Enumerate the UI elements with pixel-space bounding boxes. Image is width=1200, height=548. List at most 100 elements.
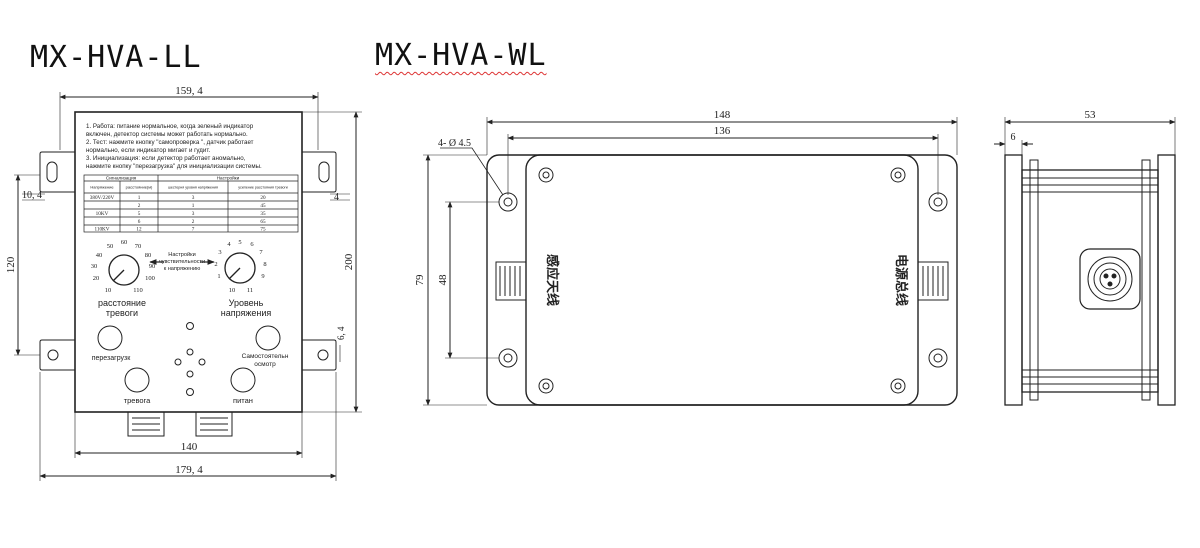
model-title-ll: MX-HVA-LL	[30, 40, 202, 75]
dim-right-height: 200	[343, 253, 355, 270]
table-cell: 3	[192, 211, 195, 217]
table-cell: 2	[192, 219, 195, 225]
reset-button-label: перезагрузк	[92, 355, 131, 362]
voltage-dial-label: Уровень	[229, 298, 264, 308]
table-cell: 1	[138, 195, 141, 201]
sensitivity-label: чувствительности	[159, 259, 205, 265]
dial-tick: 9	[261, 273, 264, 280]
side-flange-left	[1004, 154, 1023, 406]
side-body	[1021, 169, 1159, 393]
dial-tick: 100	[145, 275, 155, 282]
instruction-notes: 1. Работа: питание нормальное, когда зел…	[86, 123, 262, 170]
note-line: 2. Тест: нажмите кнопку "самопроверка ",…	[86, 139, 254, 146]
power-button-drawing	[230, 367, 256, 393]
dial-tick: 1	[217, 273, 220, 280]
table-cell: 65	[260, 219, 266, 225]
table-cell: 6	[138, 219, 141, 225]
slot-top-left	[46, 161, 58, 183]
enclosure-body	[74, 111, 303, 413]
lid	[525, 154, 919, 406]
table-cell: 380V/220V	[90, 195, 115, 201]
note-line: нормально, если индикатор мигает и гудит…	[86, 147, 210, 154]
alarm-button-label: тревога	[124, 396, 151, 405]
table-cell: 2	[138, 203, 141, 209]
table-cell: 75	[260, 227, 266, 233]
table-cell: 35	[260, 211, 266, 217]
dim-width-outer: 148	[714, 109, 731, 121]
side-view	[994, 117, 1176, 406]
dim-tab-left: 10, 4	[22, 190, 42, 201]
voltage-dial-label: напряжения	[221, 308, 272, 318]
voltage-dial-ticks: 5 4 6 3 7 2 8 1 9 10 11	[214, 239, 266, 294]
antenna-port-label: 感应天线	[544, 254, 560, 306]
power-port-label: 电源总线	[893, 254, 909, 306]
dial-tick: 2	[214, 261, 217, 268]
table-group-header: Сигнализация	[106, 176, 137, 181]
dial-tick: 8	[263, 261, 266, 268]
power-button-label: питан	[233, 396, 253, 405]
table-cell: 20	[260, 195, 266, 201]
table-header: шестерня уровня напряжения	[168, 186, 218, 190]
top-view-wl-text: 148 136 79 48 4- Ø 4.5 感应天线 电源总线	[414, 109, 909, 306]
dial-tick: 7	[259, 249, 263, 256]
note-line: включен, детектор системы может работать…	[86, 131, 248, 138]
sensitivity-label: Настройки	[168, 251, 195, 258]
dial-tick: 30	[91, 263, 98, 270]
note-line: нажмите кнопку "перезагрузка" для инициа…	[86, 163, 262, 170]
dial-tick: 11	[247, 287, 253, 294]
table-cell: 12	[136, 227, 142, 233]
dial-tick: 60	[121, 239, 128, 246]
self-test-button-label: осмотр	[254, 361, 276, 368]
dim-tab-right: 4	[334, 192, 339, 203]
dim-right-small: 6, 4	[336, 326, 346, 340]
mount-tab-top-left	[39, 151, 75, 193]
note-line: 1. Работа: питание нормальное, когда зел…	[86, 123, 254, 130]
table-cell: 45	[260, 203, 266, 209]
side-view-text: 53 6	[1011, 109, 1097, 143]
table-header: расстояние(м)	[126, 185, 153, 190]
table-cell: 1	[192, 203, 195, 209]
table-header: усиление расстояния тревоги	[238, 186, 288, 190]
dial-tick: 10	[229, 287, 236, 294]
dim-side-flange: 6	[1011, 132, 1016, 143]
dial-tick: 3	[218, 249, 221, 256]
dim-bottom-outer: 179, 4	[175, 464, 203, 476]
dim-height-outer: 79	[414, 274, 426, 286]
dim-width-inner: 136	[714, 125, 731, 137]
mount-tab-bottom-right	[302, 339, 337, 371]
slot-top-right	[318, 161, 330, 183]
mount-holes	[498, 167, 948, 394]
self-test-button-drawing	[255, 325, 281, 351]
front-view-ll	[14, 92, 362, 481]
dial-tick: 80	[145, 252, 152, 259]
dim-bottom-inner: 140	[181, 441, 198, 453]
table-cell: 3	[192, 195, 195, 201]
top-view-wl	[423, 117, 958, 406]
table-cell: 7	[192, 227, 195, 233]
dial-tick: 10	[105, 287, 112, 294]
dim-side-width: 53	[1085, 109, 1097, 121]
dial-tick: 6	[250, 241, 254, 248]
dim-left-height: 120	[5, 256, 17, 273]
distance-dial-label: тревоги	[106, 308, 138, 318]
power-connector	[917, 261, 949, 301]
distance-dial-label: расстояние	[98, 298, 146, 308]
dim-top-width: 159, 4	[175, 85, 203, 97]
voltage-dial	[224, 252, 256, 284]
side-connector	[1079, 248, 1141, 310]
dial-tick: 40	[96, 252, 103, 259]
antenna-connector	[495, 261, 527, 301]
table-cell: 10KV	[96, 211, 109, 217]
reset-button-drawing	[97, 325, 123, 351]
mount-tab-top-right	[302, 151, 337, 193]
settings-table	[83, 174, 299, 233]
table-header: Напряжение	[90, 185, 114, 190]
dial-tick: 50	[107, 243, 114, 250]
dim-height-inner: 48	[437, 274, 449, 286]
distance-dial-ticks: 60 50 70 40 80 30 90 20 100 10 110	[91, 239, 156, 294]
model-title-wl: MX-HVA-WL	[375, 38, 547, 73]
self-test-button-label: Самостоятельн	[242, 353, 289, 360]
table-group-header: Настройки	[217, 175, 240, 181]
side-flange-right	[1157, 154, 1176, 406]
